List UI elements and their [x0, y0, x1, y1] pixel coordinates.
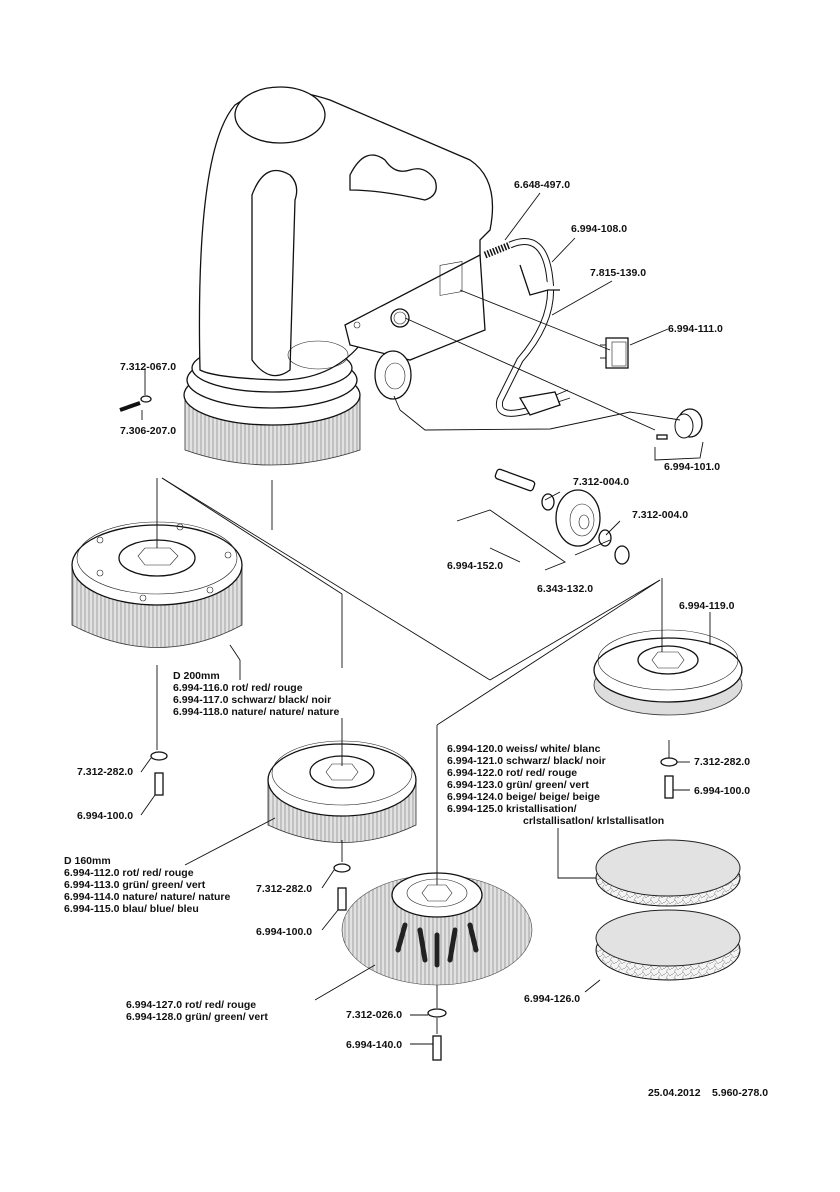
- label-wheel-washer-1: 7.312-004.0: [573, 476, 630, 488]
- switch-part: [600, 337, 629, 369]
- label-washer-mid: 7.312-282.0: [256, 883, 313, 895]
- footer-date: 25.04.2012: [648, 1087, 701, 1099]
- variant-row: 6.994-116.0 rot/ red/ rouge: [173, 682, 303, 694]
- variant-row: 6.994-125.0 kristallisation/: [447, 803, 577, 815]
- label-power-cable: 6.994-108.0: [571, 223, 628, 235]
- variant-row: 6.994-120.0 weiss/ white/ blanc: [447, 743, 601, 755]
- label-screw-mid: 6.994-100.0: [256, 926, 313, 938]
- fasteners: [119, 395, 678, 1061]
- variant-row: 6.994-113.0 grün/ green/ vert: [64, 879, 206, 891]
- label-wheel-cap: 6.343-132.0: [537, 583, 594, 595]
- variant-row: 6.994-128.0 grün/ green/ vert: [126, 1011, 268, 1023]
- label-cable-sleeve: 6.648-497.0: [514, 179, 571, 191]
- variant-row-continuation: crlstallisatlon/ krlstallisatlon: [523, 815, 665, 827]
- label-washer-right: 7.312-282.0: [694, 756, 751, 768]
- variant-row: 6.994-123.0 grün/ green/ vert: [447, 779, 589, 791]
- footer-document-number: 5.960-278.0: [712, 1087, 769, 1099]
- label-wheel-assembly: 6.994-152.0: [447, 560, 504, 572]
- wheel-assembly: [494, 468, 630, 565]
- label-screw-right: 6.994-100.0: [694, 785, 751, 797]
- label-washer-top: 7.312-067.0: [120, 361, 177, 373]
- tuft-brush: [341, 872, 533, 986]
- leader-lines: [140, 192, 711, 1045]
- variant-row: 6.994-117.0 schwarz/ black/ noir: [173, 694, 332, 706]
- pads: [595, 839, 741, 981]
- label-wheel-washer-2: 7.312-004.0: [632, 509, 689, 521]
- variant-row: 6.994-112.0 rot/ red/ rouge: [64, 867, 194, 879]
- variant-row: 6.994-118.0 nature/ nature/ nature: [173, 706, 340, 718]
- variant-row: 6.994-115.0 blau/ blue/ bleu: [64, 903, 199, 915]
- brush-200mm-variants: D 200mm 6.994-116.0 rot/ red/ rouge 6.99…: [173, 670, 339, 718]
- machine-body: [183, 86, 512, 466]
- power-cable: [495, 238, 571, 417]
- label-switch: 6.994-111.0: [668, 323, 723, 335]
- label-screw-bottom: 6.994-140.0: [346, 1039, 403, 1051]
- label-pad-holder: 6.994-119.0: [679, 600, 735, 612]
- pad-holder: [593, 629, 743, 716]
- variant-row: 6.994-124.0 beige/ beige/ beige: [447, 791, 600, 803]
- knob-part: [656, 408, 703, 440]
- label-knob: 6.994-101.0: [664, 461, 721, 473]
- variant-row: 6.994-122.0 rot/ red/ rouge: [447, 767, 578, 779]
- label-cable-clip: 7.815-139.0: [590, 267, 647, 279]
- brush-200mm: [71, 521, 243, 648]
- label-screw-top: 7.306-207.0: [120, 425, 177, 437]
- label-screw-left: 6.994-100.0: [77, 810, 134, 822]
- label-washer-left: 7.312-282.0: [77, 766, 134, 778]
- variant-row: 6.994-127.0 rot/ red/ rouge: [126, 999, 257, 1011]
- brush-160mm-variants: D 160mm 6.994-112.0 rot/ red/ rouge 6.99…: [64, 855, 230, 915]
- brush-200mm-heading: D 200mm: [173, 670, 220, 682]
- variant-row: 6.994-114.0 nature/ nature/ nature: [64, 891, 231, 903]
- variant-row: 6.994-121.0 schwarz/ black/ noir: [447, 755, 606, 767]
- label-washer-bottom: 7.312-026.0: [346, 1009, 403, 1021]
- label-pad-bottom: 6.994-126.0: [524, 993, 581, 1005]
- brush-160mm: [267, 740, 417, 843]
- brush-160mm-heading: D 160mm: [64, 855, 111, 867]
- pad-variants: 6.994-120.0 weiss/ white/ blanc 6.994-12…: [447, 743, 664, 827]
- tuft-brush-variants: 6.994-127.0 rot/ red/ rouge 6.994-128.0 …: [126, 999, 268, 1023]
